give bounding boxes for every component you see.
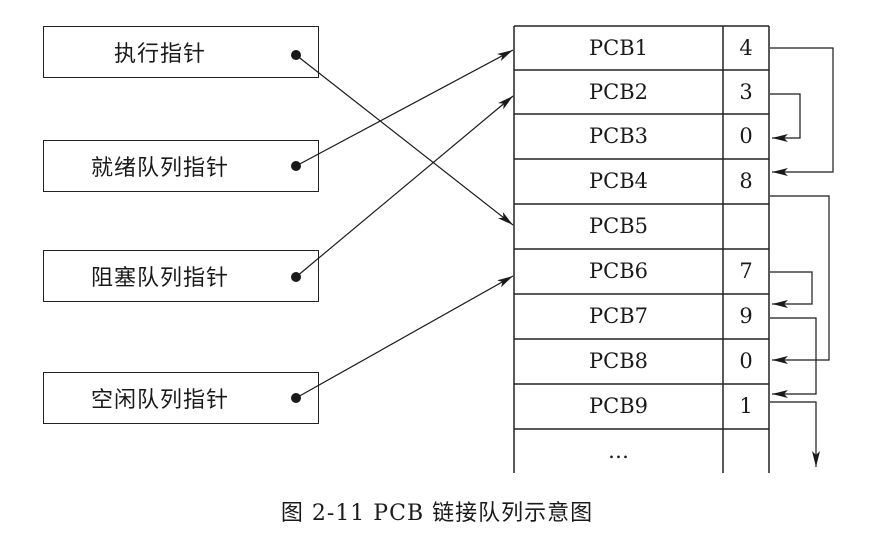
pcb-name: PCB4 (589, 169, 648, 193)
arrow-running-to-pcb5 (295, 54, 514, 226)
pcb-name: PCB9 (589, 394, 648, 418)
pcb-table: PCB1 4 PCB2 3 PCB3 0 PCB4 8 PCB5 PCB6 7 … (514, 26, 769, 473)
pcb-next-index: 0 (739, 124, 753, 148)
pcb-row-6: PCB6 7 (514, 249, 769, 293)
pointer-label-free-queue: 空闲队列指针 (90, 388, 229, 413)
link-pcb4-to-pcb8 (770, 195, 830, 364)
pcb-row-1: PCB1 4 (514, 26, 769, 70)
pcb-row-7: PCB7 9 (514, 294, 769, 338)
pcb-next-index: 8 (739, 169, 753, 193)
pcb-ellipsis: … (608, 439, 629, 463)
pcb-name: PCB5 (589, 214, 648, 238)
pcb-row-2: PCB2 3 (514, 70, 769, 114)
pcb-row-4: PCB4 8 (514, 159, 769, 203)
pointer-label-ready-queue: 就绪队列指针 (90, 156, 229, 181)
link-pcb9-to-continuation (770, 401, 820, 467)
pointer-label-running: 执行指针 (113, 42, 206, 67)
pointer-box-blocked-queue: 阻塞队列指针 (43, 250, 319, 302)
pcb-name: PCB2 (589, 80, 648, 104)
pcb-name: PCB1 (589, 36, 648, 60)
pcb-next-index: 9 (739, 304, 753, 328)
pointer-box-ready-queue: 就绪队列指针 (43, 140, 319, 192)
arrow-free-to-pcb6 (295, 275, 514, 399)
pointer-dots (291, 50, 301, 403)
link-pcb7-to-pcb9 (770, 317, 817, 398)
pcb-name: PCB3 (589, 124, 648, 148)
figure-caption: 图 2-11 PCB 链接队列示意图 (280, 501, 594, 526)
link-pcb6-to-pcb7 (770, 271, 813, 308)
pcb-table-grid (513, 25, 770, 473)
arrow-blocked-to-pcb2 (295, 95, 514, 278)
pcb-next-index: 0 (739, 349, 753, 373)
pointer-label-blocked-queue: 阻塞队列指针 (90, 266, 229, 291)
pcb-row-5: PCB5 (514, 204, 769, 248)
arrow-ready-to-pcb1 (295, 49, 514, 167)
pcb-next-index: 1 (739, 394, 753, 418)
pcb-name: PCB7 (589, 304, 648, 328)
pcb-next-index: 7 (739, 259, 753, 283)
pointer-box-free-queue: 空闲队列指针 (43, 372, 319, 424)
link-pcb1-to-pcb4 (770, 47, 834, 176)
pcb-next-index: 3 (739, 80, 753, 104)
pcb-name: PCB6 (589, 259, 648, 283)
pcb-row-3: PCB3 0 (514, 114, 769, 158)
pcb-name: PCB8 (589, 349, 648, 373)
pcb-row-8: PCB8 0 (514, 339, 769, 383)
link-pcb2-to-pcb3 (770, 93, 801, 142)
pointer-box-running: 执行指针 (43, 26, 319, 78)
pcb-next-index: 4 (739, 36, 753, 60)
pcb-row-9: PCB9 1 (514, 384, 769, 428)
